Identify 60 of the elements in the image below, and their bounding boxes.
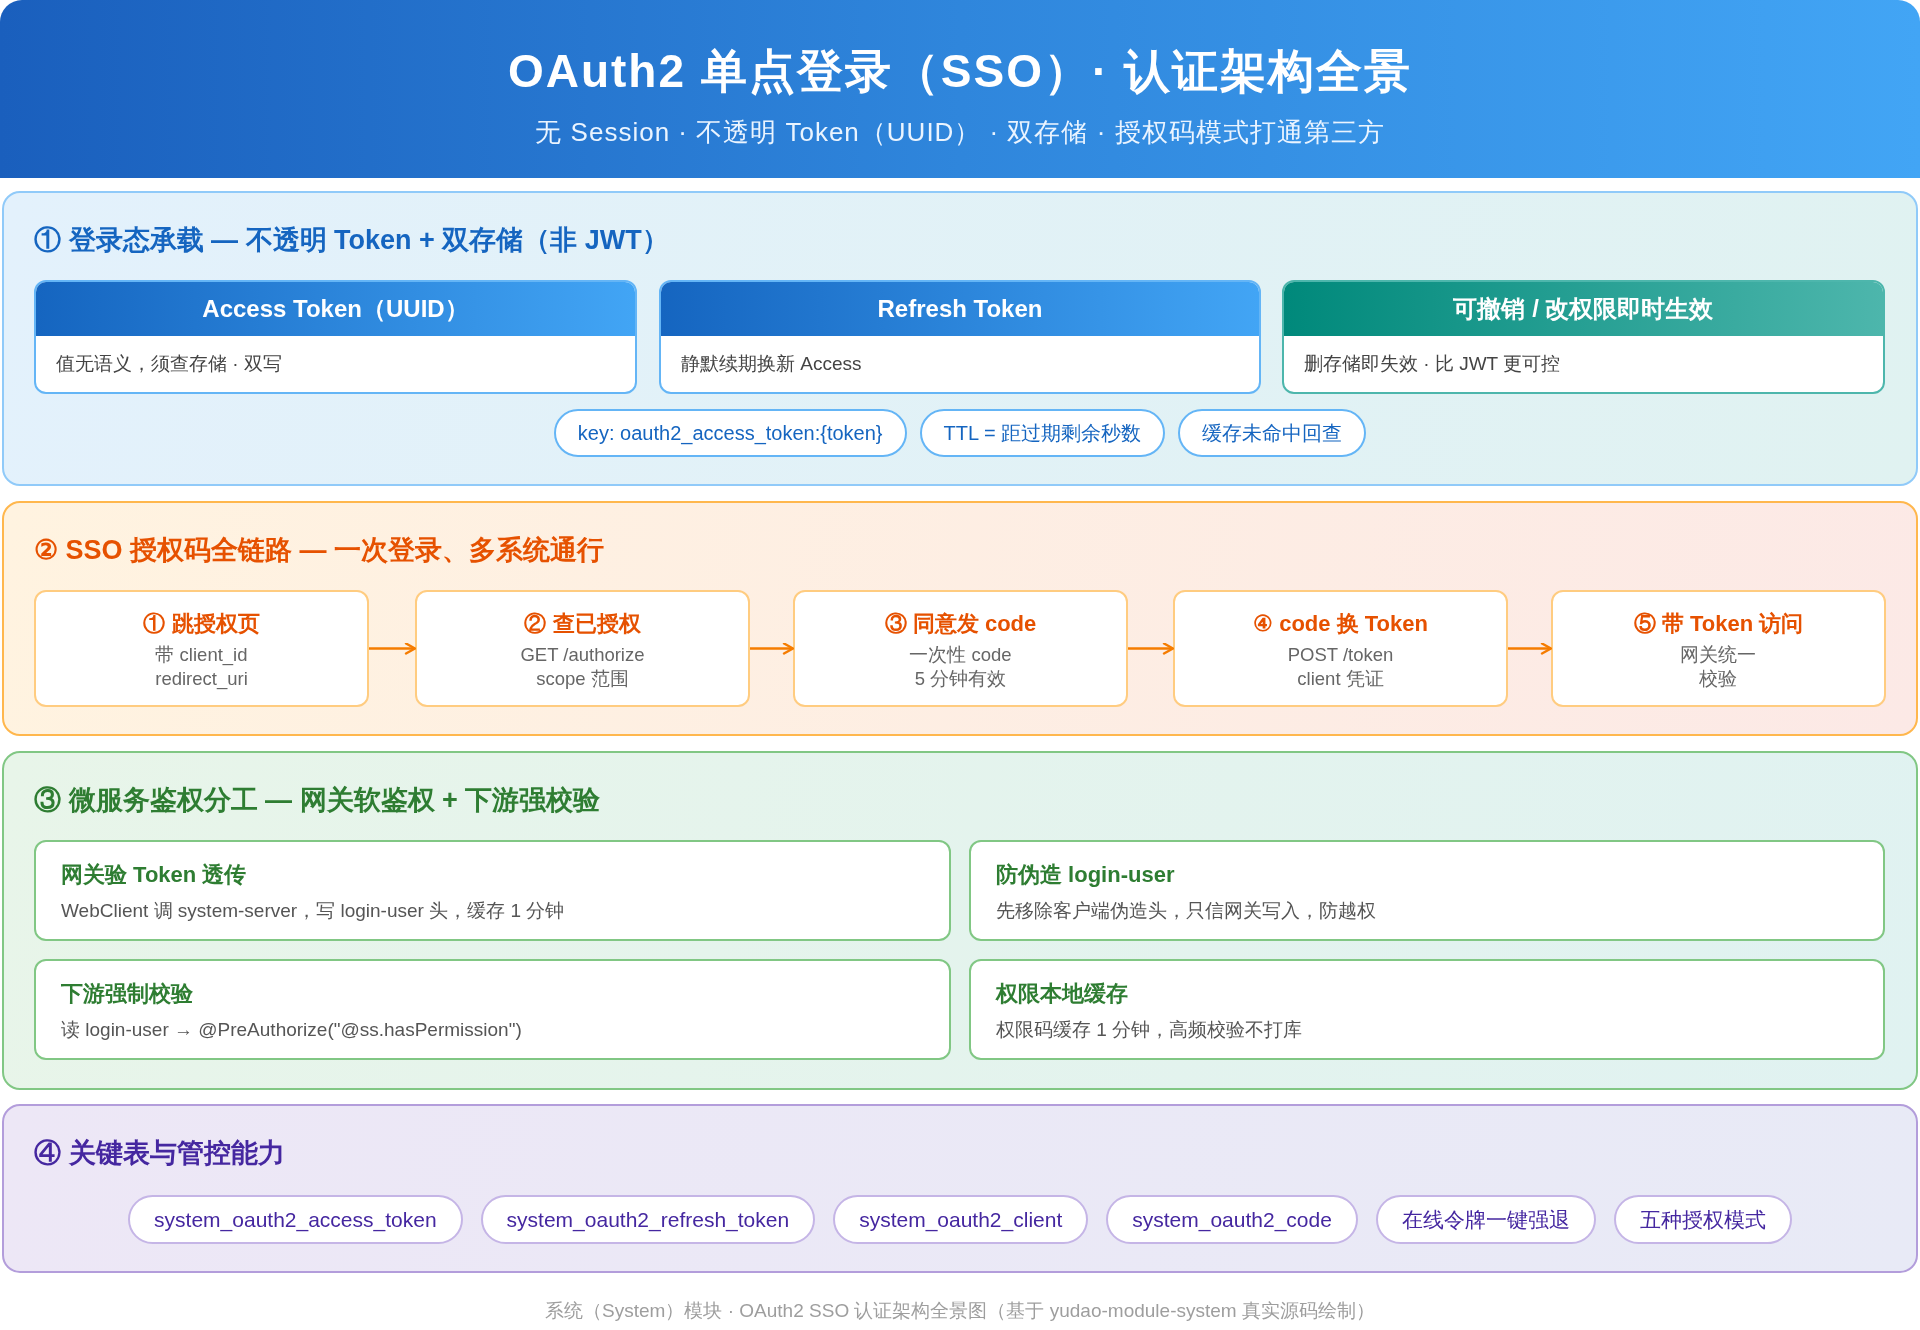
card-text: 删存储即失效 · 比 JWT 更可控 <box>1304 352 1561 376</box>
card-text: 读 login-user → @PreAuthorize("@ss.hasPermission") <box>61 1018 522 1042</box>
card-text: 先移除客户端伪造头，只信网关写入，防越权 <box>996 899 1376 923</box>
card-text: WebClient 调 system-server，写 login-user 头，缓存 1 分钟 <box>61 899 565 923</box>
info-card <box>34 280 637 394</box>
info-card <box>34 840 951 941</box>
section-panel <box>2 751 1918 1090</box>
section-heading: ① 登录态承载 — 不透明 Token + 双存储（非 JWT） <box>34 224 669 257</box>
info-card <box>969 959 1885 1060</box>
arrow <box>1508 642 1553 655</box>
section-panel <box>2 191 1918 486</box>
info-card <box>34 959 951 1060</box>
arrow <box>369 642 417 655</box>
card-text: 值无语义，须查存储 · 双写 <box>56 352 282 376</box>
step-title: ④ code 换 Token <box>1253 610 1428 638</box>
step-card <box>415 590 750 707</box>
step-card <box>793 590 1128 707</box>
step-title: ① 跳授权页 <box>143 610 260 638</box>
info-card <box>1282 280 1885 394</box>
info-tag: key: oauth2_access_token:{token} <box>553 409 907 457</box>
card-title: 可撤销 / 改权限即时生效 <box>1453 294 1714 324</box>
card-title: 网关验 Token 透传 <box>61 861 247 889</box>
step-detail: 网关统一校验 <box>1679 643 1758 691</box>
info-tag: system_oauth2_client <box>833 1195 1089 1244</box>
step-detail: GET /authorize scope 范围 <box>519 643 646 691</box>
card-title: 防伪造 login-user <box>996 861 1175 889</box>
info-card <box>969 840 1885 941</box>
step-title: ⑤ 带 Token 访问 <box>1633 610 1804 638</box>
step-card <box>1173 590 1508 707</box>
info-tag: system_oauth2_access_token <box>128 1195 463 1244</box>
diagram-title: OAuth2 单点登录（SSO）· 认证架构全景 <box>507 44 1413 98</box>
arrow <box>1128 642 1175 655</box>
info-tag: TTL = 距过期剩余秒数 <box>919 409 1166 457</box>
step-title: ③ 同意发 code <box>884 610 1037 638</box>
card-title: Refresh Token <box>877 294 1043 324</box>
section-panel <box>2 1104 1918 1273</box>
section-panel <box>2 501 1918 736</box>
section-heading: ③ 微服务鉴权分工 — 网关软鉴权 + 下游强校验 <box>34 784 601 817</box>
info-tag: system_oauth2_code <box>1106 1195 1358 1244</box>
subtitle: 无 Session · 不透明 Token（UUID） · 双存储 · 授权码模式打通第三方 <box>535 116 1385 148</box>
step-title: ② 查已授权 <box>524 610 641 638</box>
step-card <box>1551 590 1886 707</box>
section-heading: ② SSO 授权码全链路 — 一次登录、多系统通行 <box>34 534 605 567</box>
info-tag: 缓存未命中回查 <box>1178 409 1367 457</box>
step-detail: 一次性 code 5 分钟有效 <box>908 643 1013 691</box>
arrow <box>750 642 795 655</box>
step-card <box>34 590 369 707</box>
info-tag: 在线令牌一键强退 <box>1375 1195 1596 1244</box>
info-tag: system_oauth2_refresh_token <box>480 1195 816 1244</box>
card-text: 静默续期换新 Access <box>681 352 862 376</box>
card-text: 权限码缓存 1 分钟，高频校验不打库 <box>996 1018 1303 1042</box>
info-tag: 五种授权模式 <box>1613 1195 1792 1244</box>
card-title: 权限本地缓存 <box>996 980 1128 1008</box>
step-detail: 带 client_id redirect_uri <box>154 643 249 691</box>
info-card <box>659 280 1261 394</box>
card-title: 下游强制校验 <box>61 980 193 1008</box>
footer-caption: 系统（System）模块 · OAuth2 SSO 认证架构全景图（基于 yudao-module-system 真实源码绘制） <box>545 1299 1375 1323</box>
section-heading: ④ 关键表与管控能力 <box>34 1137 285 1170</box>
step-detail: POST /token client 凭证 <box>1286 643 1395 691</box>
card-title: Access Token（UUID） <box>202 294 469 324</box>
